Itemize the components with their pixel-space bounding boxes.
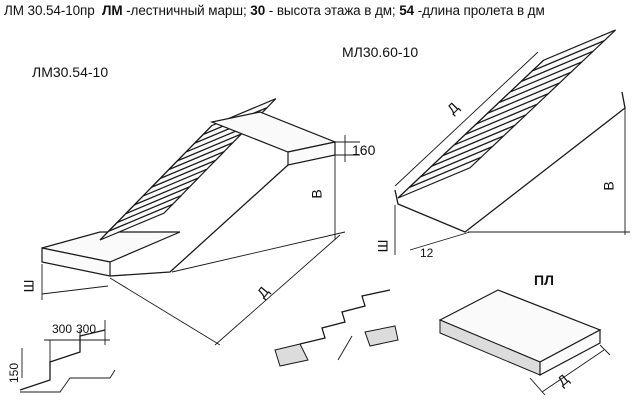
right-stringer-outline xyxy=(394,91,626,233)
dim-v-left-label: В xyxy=(308,189,325,199)
section-break-mark xyxy=(337,335,353,361)
profile-underside xyxy=(20,369,116,393)
header-lm-abbr: ЛМ xyxy=(101,3,123,18)
left-underside-line xyxy=(109,164,289,277)
tread-300-label-b: 300 xyxy=(76,322,97,336)
plate-d-dim xyxy=(541,349,605,393)
section-steps xyxy=(299,289,391,345)
riser-150-label: 150 xyxy=(7,362,22,384)
profile-steps xyxy=(19,329,106,391)
dim-sh-left-label: Ш xyxy=(20,279,37,293)
section-block-1 xyxy=(274,343,309,367)
dim-d-left-line xyxy=(214,234,341,346)
header-length-value: 54 xyxy=(399,3,415,18)
right-stair-model-label: МЛ30.60-10 xyxy=(342,44,419,60)
dim-sh-left-line xyxy=(41,285,109,295)
header-height-value: 30 xyxy=(250,3,266,18)
header-code: ЛМ 30.54-10пр xyxy=(4,3,95,18)
plate-side-face xyxy=(539,329,601,376)
tread-300-label-a: 300 xyxy=(52,322,73,336)
header-caption: ЛМ 30.54-10пр ЛМ -лестничный марш; 30 - … xyxy=(4,3,545,18)
dim-12-line xyxy=(409,231,471,251)
left-stair-model-label: ЛМ30.54-10 xyxy=(32,64,109,80)
header-length-desc: -длина пролета в дм xyxy=(414,3,545,18)
dim-base-line xyxy=(171,231,346,273)
right-step-riser xyxy=(531,59,545,72)
dim-12-label: 12 xyxy=(420,246,434,260)
dim-v-right-label: В xyxy=(600,181,617,191)
left-stair-drawing xyxy=(41,98,360,346)
dim-160-label: 160 xyxy=(352,142,376,158)
plate-title-label: ПЛ xyxy=(534,272,554,288)
plate-d-ext-1 xyxy=(529,377,546,396)
plate-detail xyxy=(438,289,611,396)
dim-sh-right-label: Ш xyxy=(374,239,391,253)
plate-d-ext-2 xyxy=(599,344,611,356)
header-lm-desc: -лестничный марш; xyxy=(122,3,251,18)
stair-section-detail xyxy=(274,289,399,367)
right-stair-drawing xyxy=(394,29,630,255)
header-height-desc: - высота этажа в дм; xyxy=(265,3,400,18)
section-block-2 xyxy=(364,325,399,347)
dim-d-right-line xyxy=(394,51,539,187)
right-stair-steps xyxy=(397,29,617,199)
dim-d-left-ext xyxy=(109,277,221,346)
left-step-riser xyxy=(202,125,213,135)
step-profile-detail xyxy=(19,320,116,393)
